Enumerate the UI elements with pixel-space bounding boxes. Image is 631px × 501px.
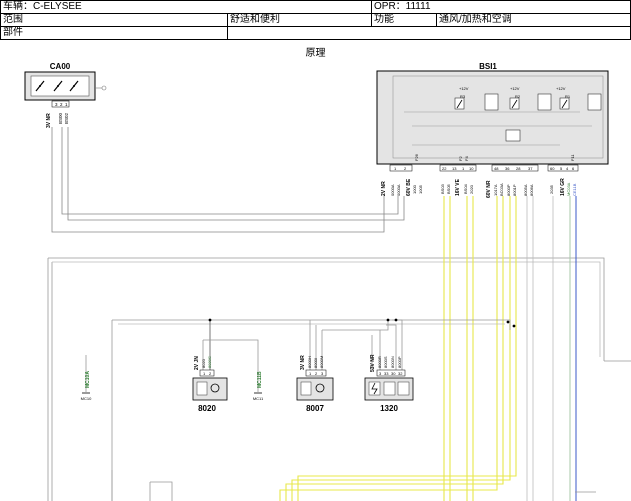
c8020-connector: 2V JN [194,356,200,370]
bsi-connector-label: 16V GR [560,178,566,196]
ca00-pin: 3 [55,102,58,107]
bsi-wire: 2020 [469,184,474,194]
ground-label: MC11 [253,396,264,401]
ca00-label: CA00 [50,62,71,71]
ca00-wire: BS00 [58,112,63,124]
component-1320[interactable]: 1320 3 33 30 32 53V NR 8000R 8000S 8000N… [364,354,414,413]
bsi-wire: 8000P [506,184,511,196]
c8007-wire: 8000M [319,356,324,368]
bsi-wire: 1017A [493,184,498,196]
bsi1-relay-label: R3 [460,94,466,99]
ca00-connector-label: 3V NR [46,113,52,128]
c8007-label: 8007 [306,404,324,413]
ca00-wire: BS02 [64,112,69,124]
bsi1-relay-label: R1 [565,94,571,99]
bsi-pin: 60 [550,166,555,171]
bsi1-relay-label: R2 [515,94,521,99]
bsi-wire: 0000A [390,184,395,196]
ca00-pin: 2 [60,102,63,107]
c8020-pin: 2 [209,371,212,376]
bsi-pin: 10 [469,166,474,171]
bsi-pin: 1 [462,166,465,171]
bsi-wire: BS04 [463,183,468,194]
bsi-wire: 8006A [529,184,534,196]
bsi-pin: 36 [505,166,510,171]
component-ca00[interactable]: CA00 [24,62,107,101]
c8007-pin: 1 [309,371,312,376]
ground-label: MC10 [81,396,92,401]
c8007-wire: 8000I [313,358,318,368]
c8020-wire: 8020 [201,358,206,368]
bsi-pin: 4 [566,166,569,171]
c8007-pin: 3 [321,371,324,376]
c1320-pin: 30 [391,371,396,376]
component-bsi1[interactable]: BSI1 R3 R2 R1 +12V +12V +12V F26 F2 F4 F… [376,62,609,165]
bsi1-supply-label: +12V [510,86,520,91]
bsi1-connector-labels: 2V NR 0000A 0000A 60V BE 1000 1005 BS03 … [381,178,577,198]
bsi-connector-label: 16V VE [455,178,461,196]
bsi-connector-label: 60V BE [406,178,412,196]
wires [47,127,631,501]
bsi-wire: 8005A [523,184,528,196]
c1320-pin: 32 [398,371,403,376]
bsi-pin: 28 [516,166,521,171]
c1320-label: 1320 [380,404,398,413]
bsi1-supply-label: +12V [556,86,566,91]
c8020-pin: 1 [203,371,206,376]
bsi1-fuse: F11 [570,154,575,161]
bsi1-fuse: F4 [464,156,469,161]
c8007-pin: 2 [315,371,318,376]
ca00-pin-block: 3 2 1 3V NR BS00 BS02 [46,100,70,128]
bsi-pin: 1 [394,166,397,171]
bsi-connector-label: 60V NR [486,180,492,198]
component-8007[interactable]: 8007 1 2 3 3V NR 8000H 8000I 8000M [296,355,334,413]
bsi-wire: CE11B [572,183,577,196]
header-table: 车辆：C-ELYSEE OPR：11111 范围 舒适和便利 功能 通风/加热和… [0,0,631,40]
c8020-label: 8020 [198,404,216,413]
bsi-pin: 37 [528,166,533,171]
bsi-wire: BS03 [440,183,445,194]
c1320-connector: 53V NR [370,354,376,372]
bsi-connector-label: 2V NR [381,181,387,196]
c1320-pin: 33 [384,371,389,376]
ground-mc11: MC11B MC11 [253,370,264,401]
c8007-wire: 8000H [307,356,312,368]
bsi-wire: 1000 [412,184,417,194]
bsi-wire: BS05 [446,183,451,194]
bsi1-label: BSI1 [479,62,497,71]
bsi-wire: 2035 [549,184,554,194]
part-value [227,26,631,40]
bsi-pin: 6 [572,166,575,171]
section-title: 原理 [305,48,326,59]
c8020-wire: 8020G [207,356,212,368]
c1320-wire: 8000S [383,356,388,368]
part-label: 部件 [0,26,228,40]
bsi1-fuse: F2 [458,156,463,161]
bsi-pin: 13 [452,166,457,171]
bsi-pin: 48 [494,166,499,171]
c1320-wire: 8000R [377,356,382,368]
bsi1-fuse: F26 [414,153,419,161]
bsi-pin: 5 [560,166,563,171]
ca00-pin: 1 [65,102,68,107]
ground-mc10: MC10A MC10 [81,355,92,401]
bsi1-supply-label: +12V [459,86,469,91]
c1320-wire: 8000P [397,356,402,368]
bsi-wire: 1005 [418,184,423,194]
bsi-wire: MC03A [566,182,571,196]
c8007-connector: 3V NR [300,355,306,370]
bsi-pin: 22 [442,166,447,171]
junction-dots [208,318,516,328]
bsi-wire: BC03A [499,183,504,196]
bsi-wire: 0000A [396,184,401,196]
c1320-pin: 3 [379,371,382,376]
bsi-wire: 8001P [512,184,517,196]
bsi1-connector-strip: 1 2 22 13 1 10 48 36 28 37 60 5 4 6 [389,164,579,172]
ground-label: MC11B [257,371,263,388]
component-8020[interactable]: 8020 1 2 2V JN 8020 8020G [192,356,228,413]
ground-label: MC10A [85,371,91,388]
c1320-wire: 8000N [390,356,395,368]
bsi-pin: 2 [404,166,407,171]
